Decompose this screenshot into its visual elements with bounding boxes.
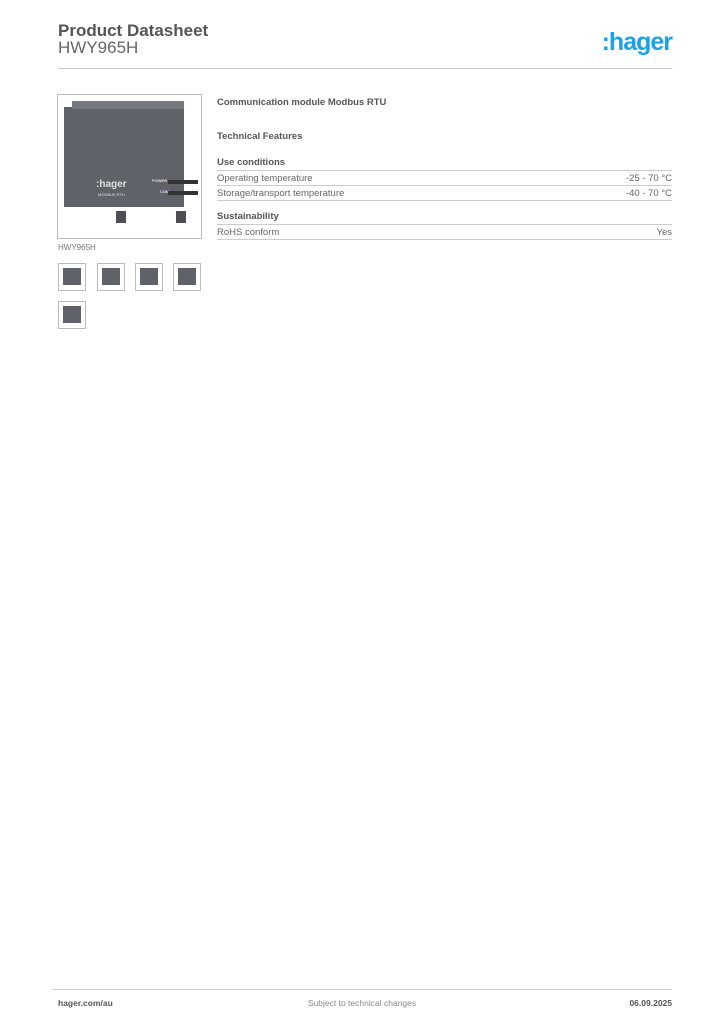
footer-notice: Subject to technical changes <box>307 998 417 1008</box>
spec-value: -25 - 70 °C <box>625 173 672 184</box>
product-image[interactable]: :hager MODBUS RTU POWER COM <box>57 94 202 239</box>
spec-value: Yes <box>656 227 673 238</box>
thumbnail-3[interactable] <box>135 263 163 291</box>
header-divider <box>58 68 672 69</box>
footer-website-link[interactable]: hager.com/au <box>58 998 113 1008</box>
spec-label: Operating temperature <box>217 173 313 184</box>
footer-divider <box>52 989 672 990</box>
thumbnail-1[interactable] <box>58 263 86 291</box>
page-title: Product Datasheet <box>58 21 209 40</box>
spec-row: RoHS conform Yes <box>217 224 672 240</box>
device-led2-label: COM <box>160 189 170 194</box>
section-sustainability: Sustainability RoHS conform Yes <box>217 211 672 240</box>
device-model-label: MODBUS RTU <box>98 192 125 197</box>
spec-row: Storage/transport temperature -40 - 70 °C <box>217 185 672 201</box>
device-led1-label: POWER <box>152 178 168 183</box>
product-description: Communication module Modbus RTU <box>217 97 672 108</box>
hager-logo: :hager <box>601 28 673 56</box>
spec-label: Storage/transport temperature <box>217 188 345 199</box>
spec-value: -40 - 70 °C <box>625 188 672 199</box>
section-heading: Sustainability <box>217 211 279 222</box>
technical-features-heading: Technical Features <box>217 131 672 142</box>
thumbnail-2[interactable] <box>97 263 125 291</box>
thumbnail-5[interactable] <box>58 301 86 329</box>
device-illustration: :hager MODBUS RTU POWER COM <box>64 101 198 223</box>
section-heading: Use conditions <box>217 157 286 168</box>
thumbnail-4[interactable] <box>173 263 201 291</box>
spec-row: Operating temperature -25 - 70 °C <box>217 170 672 185</box>
spec-label: RoHS conform <box>217 227 280 238</box>
image-caption: HWY965H <box>58 243 96 252</box>
device-brand-label: :hager <box>96 179 127 190</box>
technical-features-text: Technical Features <box>217 131 303 142</box>
product-code: HWY965H <box>58 38 139 57</box>
section-use-conditions: Use conditions Operating temperature -25 … <box>217 157 672 201</box>
footer-date: 06.09.2025 <box>629 998 672 1008</box>
description-text: Communication module Modbus RTU <box>217 97 387 108</box>
